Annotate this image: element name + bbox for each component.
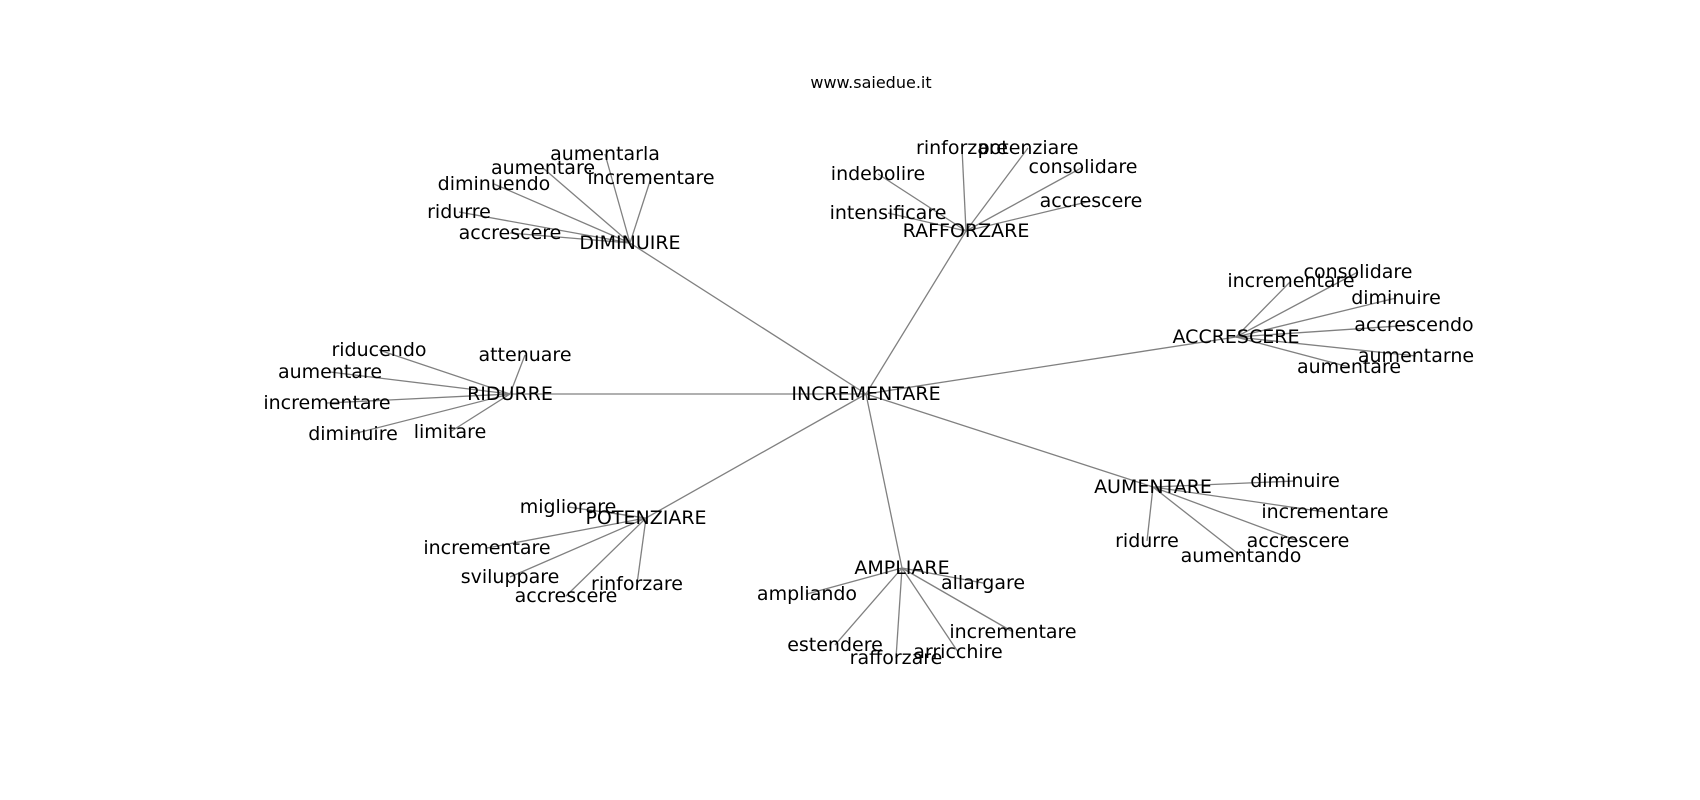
leaf-node-arricchire: arricchire <box>913 641 1003 663</box>
leaf-node-accrescere: accrescere <box>1040 190 1143 212</box>
edge-rafforzare-intensificare <box>887 212 967 232</box>
edge-center-diminuire <box>629 242 867 395</box>
edge-accrescere-diminuire <box>1235 297 1397 338</box>
leaf-node-accrescere: accrescere <box>1247 530 1350 552</box>
edge-ridurre-limitare <box>449 393 511 433</box>
edge-potenziare-rinforzare <box>636 517 647 585</box>
leaf-node-migliorare: migliorare <box>520 496 617 518</box>
leaf-node-accrescere: accrescere <box>515 585 618 607</box>
leaf-node-diminuendo: diminuendo <box>438 173 551 195</box>
leaf-node-aumentarla: aumentarla <box>550 143 660 165</box>
leaf-node-aumentare: aumentare <box>491 157 595 179</box>
leaf-node-indebolire: indebolire <box>831 163 925 185</box>
edge-potenziare-accrescere <box>565 517 647 597</box>
hub-node-diminuire: DIMINUIRE <box>579 232 680 254</box>
leaf-node-rinforzare: rinforzare <box>916 137 1008 159</box>
leaf-node-allargare: allargare <box>941 572 1025 594</box>
edge-rafforzare-accrescere <box>965 200 1092 232</box>
leaf-node-intensificare: intensificare <box>830 202 947 224</box>
leaf-node-incrementare: incrementare <box>423 537 550 559</box>
edge-rafforzare-potenziare <box>965 147 1029 232</box>
leaf-node-incrementare: incrementare <box>949 621 1076 643</box>
edge-rafforzare-consolidare <box>965 166 1084 232</box>
edge-ridurre-aumentare <box>329 371 511 395</box>
leaf-node-diminuire: diminuire <box>1351 287 1441 309</box>
edge-diminuire-incrementare <box>629 177 652 244</box>
leaf-node-ridurre: ridurre <box>1115 530 1179 552</box>
center-node-label: INCREMENTARE <box>791 383 940 405</box>
edge-aumentare-accrescere <box>1152 486 1299 542</box>
edge-ridurre-diminuire <box>352 393 511 435</box>
edge-ampliare-ampliando <box>806 567 903 595</box>
hub-node-ridurre: RIDURRE <box>467 383 553 405</box>
edge-potenziare-sviluppare <box>509 517 647 578</box>
edge-potenziare-incrementare <box>486 517 647 549</box>
edge-diminuire-ridurre <box>458 211 631 244</box>
site-title: www.saiedue.it <box>810 73 931 92</box>
edge-aumentare-ridurre <box>1146 486 1154 542</box>
edge-potenziare-migliorare <box>567 506 647 519</box>
leaf-node-accrescere: accrescere <box>459 222 562 244</box>
edge-ampliare-estendere <box>834 567 903 646</box>
edge-ampliare-allargare <box>901 567 984 584</box>
leaf-node-sviluppare: sviluppare <box>461 566 560 588</box>
leaf-node-consolidare: consolidare <box>1029 156 1138 178</box>
edge-aumentare-aumentando <box>1152 486 1242 557</box>
leaf-node-ridurre: ridurre <box>427 201 491 223</box>
edge-rafforzare-rinforzare <box>961 147 967 232</box>
edge-center-ampliare <box>865 393 903 569</box>
leaf-node-incrementare: incrementare <box>263 392 390 414</box>
edge-aumentare-incrementare <box>1152 486 1326 513</box>
edge-accrescere-consolidare <box>1235 271 1359 338</box>
leaf-node-attenuare: attenuare <box>478 344 571 366</box>
hub-node-rafforzare: RAFFORZARE <box>903 220 1030 242</box>
edge-ridurre-attenuare <box>509 354 526 395</box>
edge-ridurre-incrementare <box>326 393 511 404</box>
edge-center-aumentare <box>865 393 1154 488</box>
edge-center-potenziare <box>645 393 867 519</box>
edge-layer <box>326 147 1417 659</box>
edge-center-accrescere <box>865 336 1237 395</box>
edge-aumentare-diminuire <box>1152 480 1296 488</box>
edge-ampliare-arricchire <box>901 567 959 653</box>
leaf-node-aumentare: aumentare <box>1297 356 1401 378</box>
leaf-node-aumentando: aumentando <box>1181 545 1302 567</box>
leaf-node-ampliando: ampliando <box>757 583 857 605</box>
edge-accrescere-accrescendo <box>1235 324 1415 338</box>
leaf-node-consolidare: consolidare <box>1304 261 1413 283</box>
edge-diminuire-aumentare <box>542 167 631 244</box>
hub-node-ampliare: AMPLIARE <box>854 557 949 579</box>
leaf-node-incrementare: incrementare <box>1261 501 1388 523</box>
leaf-node-aumentarne: aumentarne <box>1358 345 1474 367</box>
edge-rafforzare-indebolire <box>877 173 967 232</box>
edge-accrescere-incrementare <box>1235 280 1292 338</box>
leaf-node-rinforzare: rinforzare <box>591 573 683 595</box>
edge-diminuire-aumentarla <box>604 153 631 244</box>
leaf-node-incrementare: incrementare <box>587 167 714 189</box>
edge-ampliare-rafforzare <box>895 567 903 659</box>
leaf-node-riducendo: riducendo <box>331 339 426 361</box>
leaf-node-accrescendo: accrescendo <box>1354 314 1473 336</box>
edge-diminuire-accrescere <box>509 232 631 244</box>
edge-ridurre-riducendo <box>378 349 511 395</box>
leaf-node-diminuire: diminuire <box>1250 470 1340 492</box>
edge-center-rafforzare <box>865 230 967 395</box>
leaf-node-incrementare: incrementare <box>1227 270 1354 292</box>
edge-ampliare-incrementare <box>901 567 1014 633</box>
hub-node-aumentare: AUMENTARE <box>1094 476 1212 498</box>
edge-diminuire-diminuendo <box>493 183 631 244</box>
leaf-node-estendere: estendere <box>787 634 883 656</box>
leaf-node-diminuire: diminuire <box>308 423 398 445</box>
leaf-node-rafforzare: rafforzare <box>850 647 943 669</box>
label-layer: INCREMENTAREDIMINUIREaumentarlaaumentare… <box>263 137 1474 669</box>
leaf-node-limitare: limitare <box>414 421 487 443</box>
hub-node-accrescere: ACCRESCERE <box>1173 326 1300 348</box>
leaf-node-aumentare: aumentare <box>278 361 382 383</box>
leaf-node-potenziare: potenziare <box>978 137 1079 159</box>
hub-node-potenziare: POTENZIARE <box>585 507 706 529</box>
edge-accrescere-aumentare <box>1235 336 1350 368</box>
edge-accrescere-aumentarne <box>1235 336 1417 357</box>
